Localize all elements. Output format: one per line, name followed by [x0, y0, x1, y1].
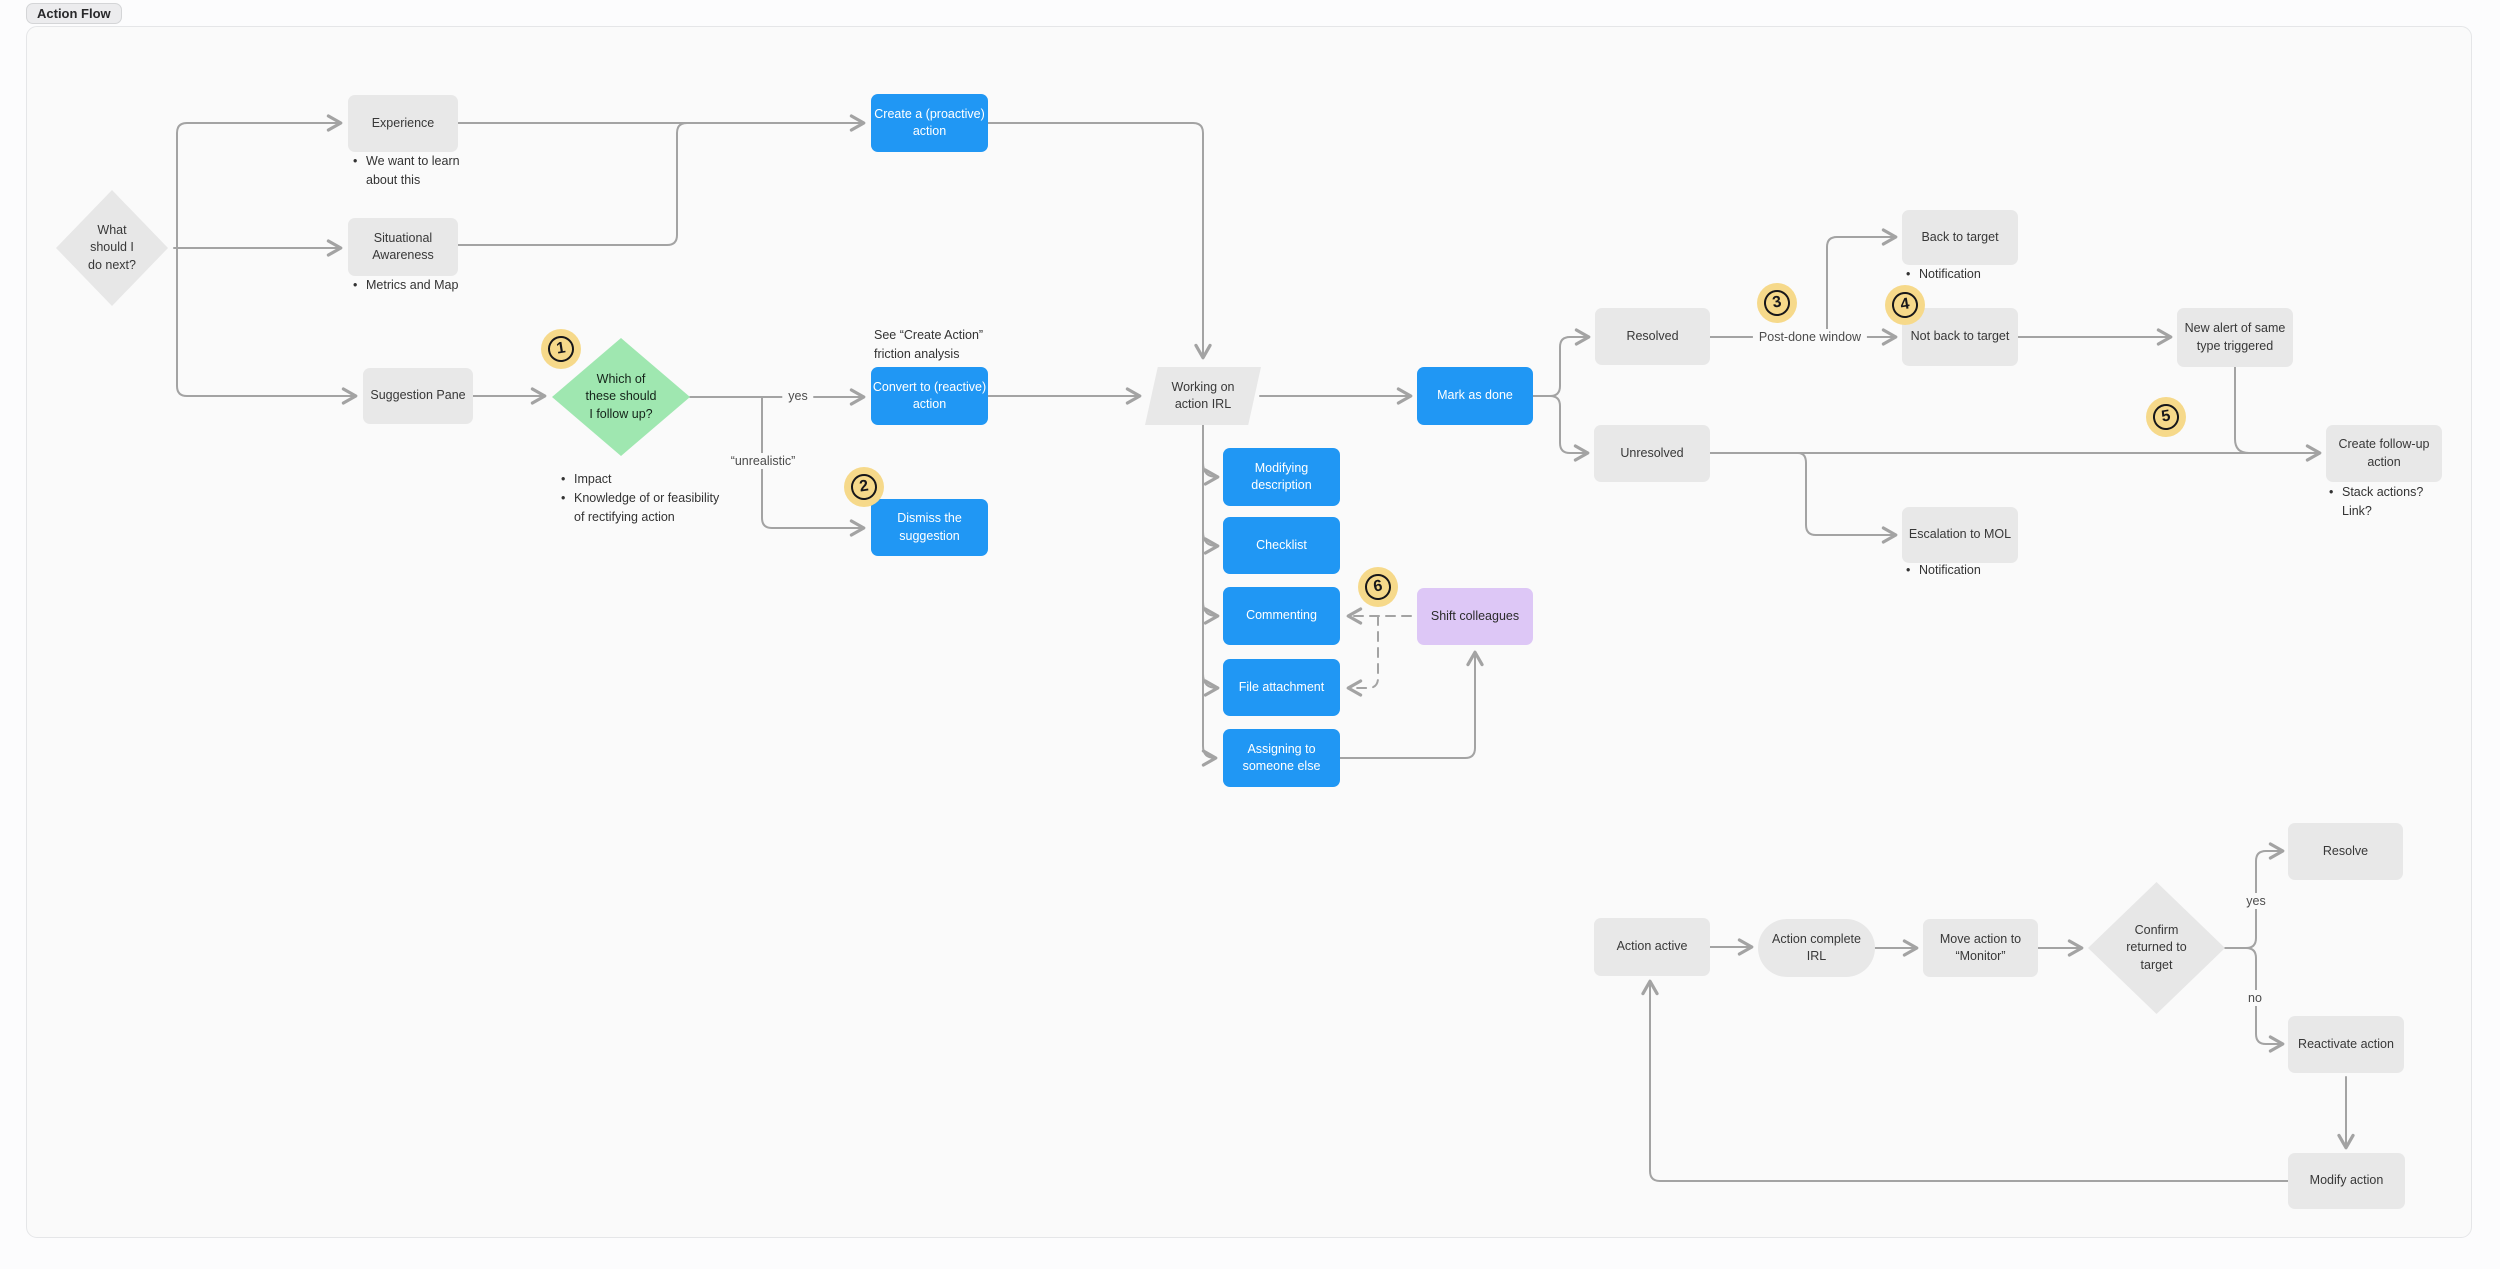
- node-new-alert-same-type[interactable]: New alert of same type triggered: [2177, 308, 2293, 367]
- sticker-number-2[interactable]: 2: [844, 467, 884, 507]
- sticker-number-6[interactable]: 6: [1358, 567, 1398, 607]
- edge-label-yes-confirm: yes: [2240, 893, 2272, 909]
- sticker-number-1[interactable]: 1: [541, 329, 581, 369]
- edge-label-yes: yes: [782, 388, 814, 404]
- node-unresolved[interactable]: Unresolved: [1594, 425, 1710, 482]
- node-working-on-action-irl[interactable]: Working on action IRL: [1145, 367, 1261, 425]
- node-action-active[interactable]: Action active: [1594, 918, 1710, 976]
- node-mark-as-done[interactable]: Mark as done: [1417, 367, 1533, 425]
- node-modifying-description[interactable]: Modifying description: [1223, 448, 1340, 506]
- node-not-back-to-target[interactable]: Not back to target: [1902, 308, 2018, 366]
- note-follow-up-questions: Stack actions? Link?: [2328, 483, 2432, 521]
- node-situational-awareness[interactable]: Situational Awareness: [348, 218, 458, 276]
- node-convert-to-reactive-action[interactable]: Convert to (reactive) action: [871, 367, 988, 425]
- node-dismiss-the-suggestion[interactable]: Dismiss the suggestion: [871, 499, 988, 556]
- node-modify-action[interactable]: Modify action: [2288, 1153, 2405, 1209]
- edge-label-unrealistic: “unrealistic”: [724, 453, 802, 469]
- node-move-action-to-monitor[interactable]: Move action to “Monitor”: [1923, 919, 2038, 977]
- note-escalation-notification: Notification: [1905, 561, 2015, 580]
- node-reactivate-action[interactable]: Reactivate action: [2288, 1016, 2404, 1073]
- edge-label-post-done-window: Post-done window: [1752, 329, 1868, 345]
- node-create-proactive-action[interactable]: Create a (proactive) action: [871, 94, 988, 152]
- node-create-follow-up-action[interactable]: Create follow-up action: [2326, 425, 2442, 482]
- note-situational: Metrics and Map: [352, 276, 492, 295]
- edge-label-no-confirm: no: [2242, 990, 2268, 1006]
- node-action-complete-irl[interactable]: Action complete IRL: [1758, 919, 1875, 977]
- sticker-number-4[interactable]: 4: [1885, 285, 1925, 325]
- node-back-to-target[interactable]: Back to target: [1902, 210, 2018, 265]
- note-back-to-target-notification: Notification: [1905, 265, 2015, 284]
- node-resolved[interactable]: Resolved: [1595, 308, 1710, 365]
- tab-action-flow[interactable]: Action Flow: [26, 3, 122, 24]
- node-resolve[interactable]: Resolve: [2288, 823, 2403, 880]
- node-checklist[interactable]: Checklist: [1223, 517, 1340, 574]
- node-shift-colleagues[interactable]: Shift colleagues: [1417, 588, 1533, 645]
- sticker-number-3[interactable]: 3: [1757, 283, 1797, 323]
- note-experience: We want to learn about this: [352, 152, 472, 190]
- node-file-attachment[interactable]: File attachment: [1223, 659, 1340, 716]
- note-follow-up-criteria: Impact Knowledge of or feasibility of re…: [560, 470, 720, 526]
- note-see-create-action: See “Create Action” friction analysis: [874, 328, 984, 361]
- node-experience[interactable]: Experience: [348, 95, 458, 152]
- node-suggestion-pane[interactable]: Suggestion Pane: [363, 368, 473, 424]
- node-escalation-to-mol[interactable]: Escalation to MOL: [1902, 507, 2018, 563]
- node-commenting[interactable]: Commenting: [1223, 587, 1340, 645]
- sticker-number-5[interactable]: 5: [2146, 397, 2186, 437]
- node-assigning-to-someone-else[interactable]: Assigning to someone else: [1223, 729, 1340, 787]
